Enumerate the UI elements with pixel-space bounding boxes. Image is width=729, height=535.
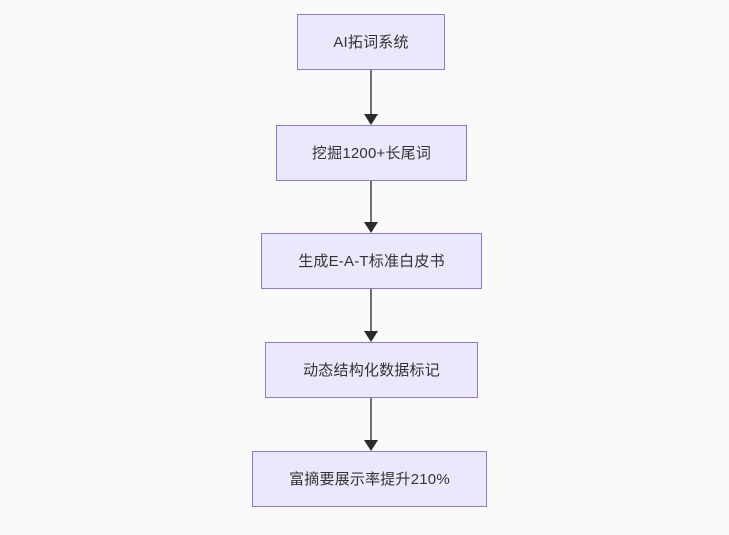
- flow-node-generate-eat-whitepaper[interactable]: 生成E-A-T标准白皮书: [261, 233, 482, 289]
- flow-connector-4-to-5: [364, 398, 378, 451]
- flow-node-dynamic-structured-data-markup[interactable]: 动态结构化数据标记: [265, 342, 478, 398]
- arrowhead-icon: [364, 331, 378, 342]
- connector-line: [370, 398, 372, 442]
- connector-line: [370, 70, 372, 116]
- flow-node-label: 动态结构化数据标记: [303, 361, 440, 379]
- flow-connector-2-to-3: [364, 181, 378, 233]
- flow-connector-1-to-2: [364, 70, 378, 125]
- flow-node-label: 生成E-A-T标准白皮书: [298, 252, 445, 270]
- flow-node-rich-snippet-impression-uplift[interactable]: 富摘要展示率提升210%: [252, 451, 487, 507]
- connector-line: [370, 289, 372, 333]
- connector-line: [370, 181, 372, 224]
- flow-node-mine-longtail-keywords[interactable]: 挖掘1200+长尾词: [276, 125, 467, 181]
- flow-node-label: 挖掘1200+长尾词: [311, 144, 432, 162]
- flow-node-ai-keyword-system[interactable]: AI拓词系统: [297, 14, 445, 70]
- arrowhead-icon: [364, 222, 378, 233]
- arrowhead-icon: [364, 440, 378, 451]
- flow-node-label: 富摘要展示率提升210%: [289, 470, 450, 488]
- arrowhead-icon: [364, 114, 378, 125]
- flow-node-label: AI拓词系统: [333, 33, 409, 51]
- flow-connector-3-to-4: [364, 289, 378, 342]
